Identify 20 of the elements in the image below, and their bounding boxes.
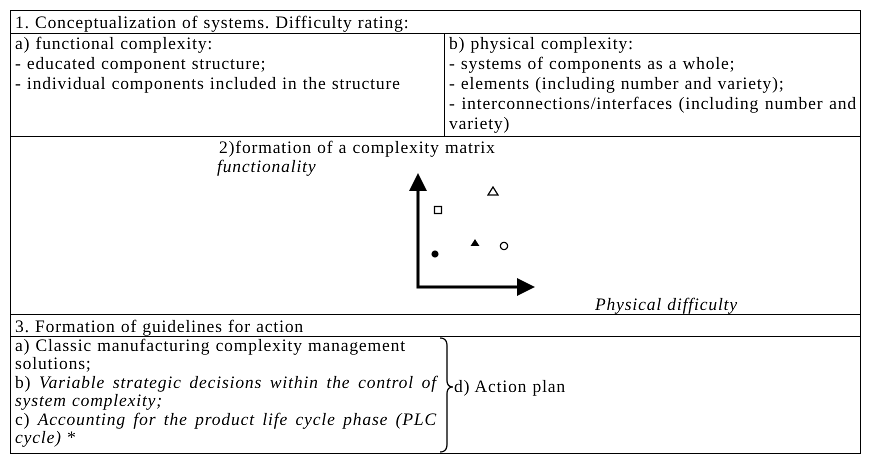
plan-label: d) Action plan [454, 377, 594, 397]
list-item: - systems of components as a whole; [449, 53, 736, 74]
axis-label: functionality [217, 156, 317, 176]
cell-heading: b) physical complexity: [449, 33, 635, 54]
section-heading: 1. Conceptualization of systems. Difficulty rating: [15, 12, 410, 32]
axis-label: Physical difficulty [595, 294, 738, 314]
table-cell [10, 136, 861, 315]
list-item: - elements (including number and variety); [449, 73, 786, 94]
list-item: - interconnections/interfaces (including number and variety) [449, 93, 857, 134]
list-item: c) Accounting for the product life cycle phase (PLC cycle)* [15, 410, 437, 447]
cell-heading: a) functional complexity: [15, 33, 214, 54]
list-item: - individual components included in the structure [15, 73, 402, 94]
table-cell [10, 336, 861, 454]
section-heading: 3. Formation of guidelines for action [15, 316, 304, 336]
table-cell [10, 10, 861, 34]
table-cell [10, 314, 861, 337]
list-item: b) Variable strategic decisions within the control of system complexity; [15, 373, 437, 410]
matrix-heading: 2)formation of a complexity matrix [219, 137, 496, 158]
list-item: a) Classic manufacturing complexity management solutions; [15, 336, 407, 373]
list-item: - educated component structure; [15, 53, 268, 74]
